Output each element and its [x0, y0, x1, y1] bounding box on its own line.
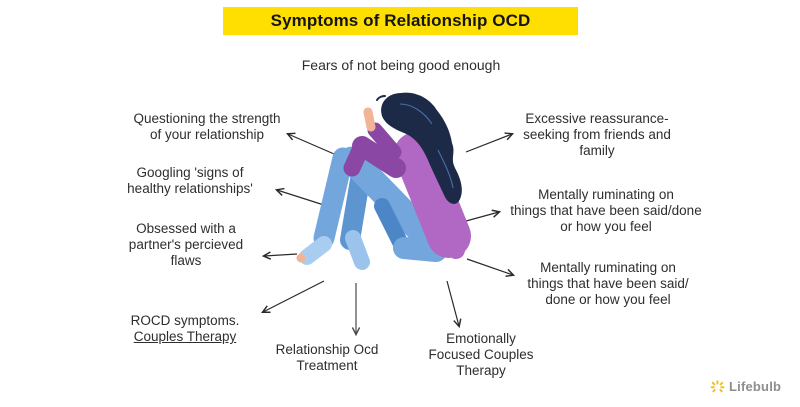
logo-text: Lifebulb [729, 379, 782, 394]
label-emotionally-focused-therapy: Emotionally Focused Couples Therapy [428, 331, 534, 378]
arrow-questioning-strength [285, 132, 342, 158]
lifebulb-logo: Lifebulb [710, 379, 781, 394]
arrow-ruminating-2 [466, 258, 516, 277]
symptom-googling-signs: Googling 'signs of healthy relationships… [127, 165, 253, 196]
arrow-rocd-symptoms [261, 280, 325, 314]
sunburst-bulb-icon [710, 380, 725, 393]
front-sock [299, 236, 332, 265]
arrow-googling-signs [274, 187, 328, 207]
sweater-tip [439, 231, 465, 259]
forearm-over-knees [343, 137, 371, 177]
symptom-questioning-strength: Questioning the strength of your relatio… [133, 111, 281, 142]
back-sock [345, 230, 370, 270]
hand [363, 107, 376, 132]
hair [381, 92, 462, 204]
sweater-torso [394, 132, 471, 258]
stress-mark-3 [428, 103, 436, 111]
raised-arm [367, 122, 402, 160]
rocd-symptoms-text: ROCD symptoms. [130, 313, 240, 328]
hair-highlight-1 [399, 103, 433, 125]
subtitle-fears: Fears of not being good enough [301, 57, 501, 73]
label-relationship-ocd-treatment: Relationship Ocd Treatment [275, 342, 379, 373]
hip [393, 237, 447, 262]
stress-mark-1 [376, 95, 386, 101]
symptom-ruminating-2: Mentally ruminating on things that have … [527, 260, 689, 307]
arrow-excessive-reassurance [465, 132, 515, 153]
arrow-emotionally-focused [446, 280, 462, 329]
page-title: Symptoms of Relationship OCD [270, 11, 531, 30]
stress-mark-2 [412, 95, 422, 99]
couples-therapy-link[interactable]: Couples Therapy [133, 329, 237, 344]
symptom-ruminating-1: Mentally ruminating on things that have … [510, 187, 702, 234]
connector-arrows [261, 132, 516, 337]
person-illustration [296, 92, 471, 270]
symptom-excessive-reassurance: Excessive reassurance- seeking from frie… [523, 111, 671, 158]
toes [296, 253, 306, 263]
hair-highlight-2 [437, 149, 454, 189]
arrow-ruminating-1 [465, 209, 502, 222]
symptom-obsessed-flaws: Obsessed with a partner's percieved flaw… [128, 221, 244, 268]
front-leg [313, 147, 354, 249]
thigh [338, 146, 444, 254]
arrow-obsessed-flaws [261, 251, 298, 260]
symptom-rocd: ROCD symptoms. Couples Therapy [131, 297, 240, 361]
title-banner: Symptoms of Relationship OCD [223, 7, 578, 35]
